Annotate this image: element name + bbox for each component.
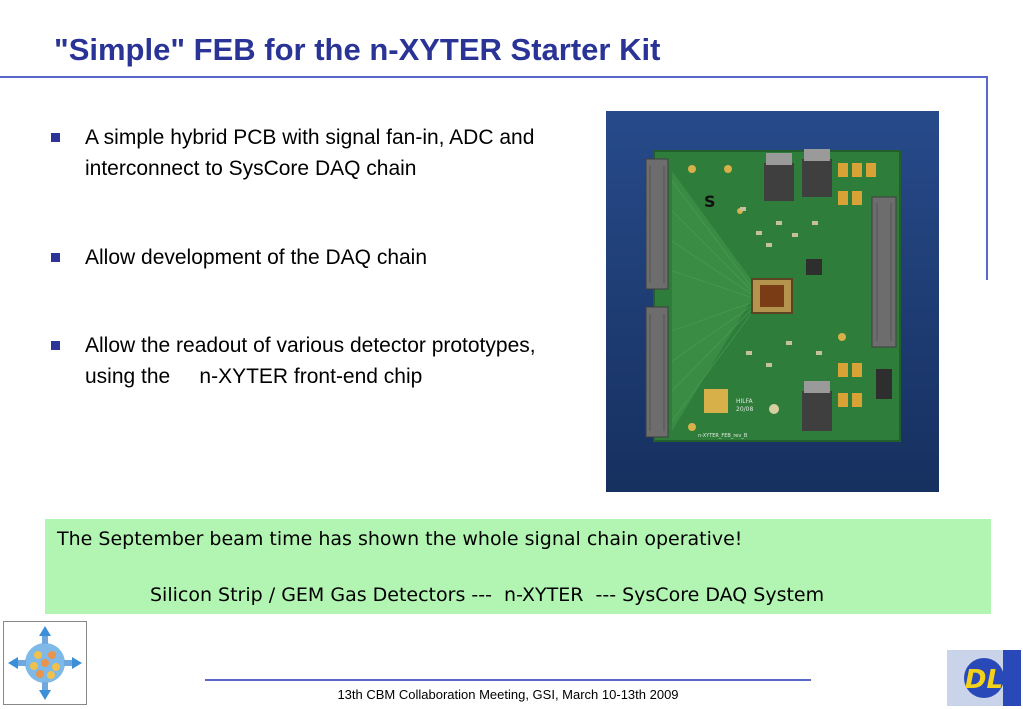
pcb-photo: S HILFA 20/08 n-XYTER_FEB_rev_B bbox=[606, 111, 939, 492]
cbm-logo-icon bbox=[8, 626, 82, 700]
bullet-text: Allow the readout of various detector pr… bbox=[85, 334, 542, 388]
dl-logo: DL bbox=[947, 650, 1021, 706]
logo-text: DL bbox=[965, 665, 1003, 695]
summary-note-box: The September beam time has shown the wh… bbox=[45, 519, 991, 614]
pcb-board-illustration: S HILFA 20/08 n-XYTER_FEB_rev_B bbox=[606, 111, 939, 492]
pcb-label: n-XYTER_FEB_rev_B bbox=[698, 433, 748, 439]
slide-title: "Simple" FEB for the n-XYTER Starter Kit bbox=[54, 32, 661, 67]
pcb-label: HILFA bbox=[736, 398, 754, 405]
square-bullet-icon bbox=[51, 133, 60, 142]
square-bullet-icon bbox=[51, 253, 60, 262]
bullet-item: Allow development of the DAQ chain bbox=[48, 242, 558, 273]
right-divider bbox=[986, 76, 988, 280]
footer-text: 13th CBM Collaboration Meeting, GSI, Mar… bbox=[337, 687, 679, 702]
footer-divider bbox=[205, 679, 811, 681]
svg-text:S: S bbox=[704, 192, 716, 211]
note-text: The September beam time has shown the wh… bbox=[57, 528, 743, 550]
title-divider bbox=[0, 76, 988, 78]
dl-logo-icon: DL bbox=[947, 650, 1021, 706]
bullet-item: Allow the readout of various detector pr… bbox=[48, 330, 558, 392]
bullet-text: A simple hybrid PCB with signal fan-in, … bbox=[85, 126, 535, 180]
bullet-item: A simple hybrid PCB with signal fan-in, … bbox=[48, 122, 558, 184]
cbm-logo bbox=[3, 621, 87, 705]
note-text: Silicon Strip / GEM Gas Detectors --- n-… bbox=[150, 584, 825, 606]
bullet-text: Allow development of the DAQ chain bbox=[85, 246, 428, 269]
pcb-label: 20/08 bbox=[736, 406, 753, 413]
square-bullet-icon bbox=[51, 341, 60, 350]
bullet-list: A simple hybrid PCB with signal fan-in, … bbox=[48, 122, 558, 450]
